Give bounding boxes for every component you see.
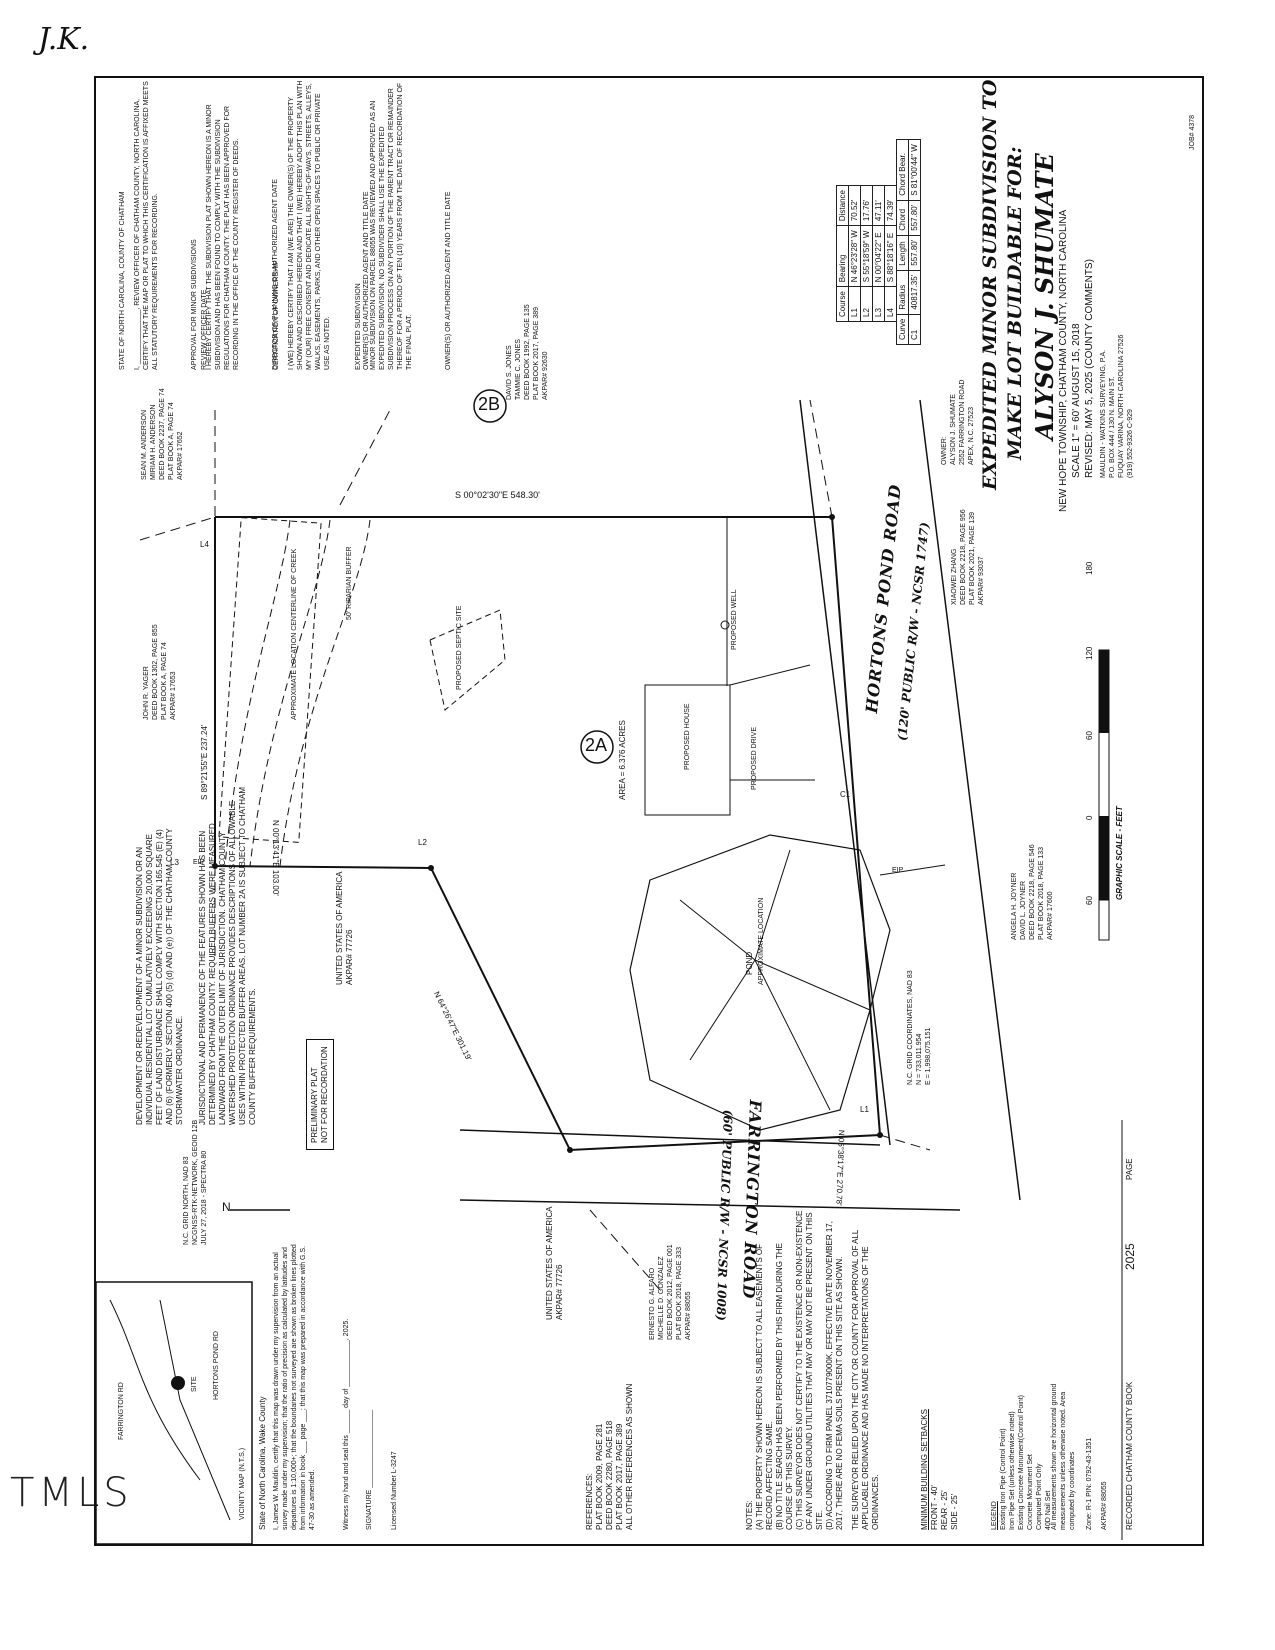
township: NEW HOPE TOWNSHIP, CHATHAM COUNTY, NORTH… — [1058, 209, 1069, 512]
pond-sublabel: APPROXIMATE LOCATION — [758, 897, 765, 985]
vicinity-hortons: HORTONS POND RD — [213, 1331, 220, 1400]
minor-subdivision-approval: APPROVAL FOR MINOR SUBDIVISIONS I HEREBY… — [191, 104, 279, 370]
scale-tick-60-left: 60 — [1085, 896, 1094, 905]
house-footprint — [644, 684, 731, 816]
buffer-line-2 — [224, 519, 291, 867]
firm-line-2: P.O. BOX 444 / 130 N. MAIN ST. — [1109, 376, 1116, 478]
job-number: JOB# 4378 — [1189, 114, 1196, 150]
plat-frame — [94, 76, 1204, 1546]
akpar-number: AKPAR# 88055 — [1101, 1481, 1108, 1530]
line-l3-label: L3 — [170, 858, 179, 867]
line-l2-label: L2 — [418, 838, 427, 847]
watermark-logo: TMLS — [10, 1470, 133, 1516]
vicinity-site: SITE — [191, 1376, 198, 1392]
measurement-note: All measurements shown are horizontal gr… — [1051, 1383, 1076, 1530]
proposed-well-label: PROPOSED WELL — [731, 589, 738, 650]
jurisdiction-note: JURISDICTIONAL AND PERMANENCE OF THE FEA… — [198, 787, 257, 1125]
north-arrow-label: N — [222, 1200, 231, 1214]
curve-c1-label: C1 — [840, 790, 851, 799]
corner-initials: J.K. — [38, 22, 90, 57]
development-note: DEVELOPMENT OR REDEVELOPMENT OF A MINOR … — [135, 828, 184, 1125]
zoning-pin: Zone: R-1 PIN: 0792-43-1351 — [1086, 1437, 1093, 1530]
line-l4-label: L4 — [200, 540, 209, 549]
pond-outline — [629, 834, 891, 1131]
septic-area-1 — [218, 517, 322, 843]
firm-line-3: FUQUAY VARINA, NORTH CAROLINA 27526 — [1118, 334, 1125, 478]
lot-2a-label: 2A — [585, 735, 608, 755]
expedited-subdivision-cert: EXPEDITED SUBDIVISION MINOR SUBDIVISION … — [355, 82, 452, 370]
title-line-2: MAKE LOT BUILDABLE FOR: — [1004, 146, 1026, 461]
eip-label-2: EIP — [892, 867, 904, 874]
surveyor-certificate: I, James W. Mauldin, certify that this m… — [273, 1244, 316, 1530]
buffer-line-1 — [279, 519, 371, 867]
state-county: State of North Carolina, Wake County — [258, 1396, 267, 1530]
signature-line: SIGNATURE ____________________ — [366, 1409, 373, 1530]
scale-tick-120: 120 — [1085, 646, 1094, 660]
vicinity-farrington: FARRINGTON RD — [118, 1382, 125, 1440]
proposed-house-label: PROPOSED HOUSE — [684, 703, 691, 770]
creek-label: APPROXIMATE LOCATION CENTERLINE OF CREEK — [291, 548, 298, 720]
well-marker — [720, 620, 730, 630]
witness-line: Witness my hand and seal this ______ day… — [343, 1318, 350, 1530]
lot-area: AREA = 6.376 ACRES — [618, 720, 627, 800]
license-number: Licensed Number L-3247 — [391, 1451, 398, 1530]
scale-date: SCALE 1" = 60' AUGUST 15, 2018 — [1071, 323, 1082, 478]
graphic-scale-label: GRAPHIC SCALE - FEET — [1115, 806, 1124, 900]
legend: LEGEND Existing Iron Pipe (Control Point… — [991, 1394, 1052, 1530]
proposed-drive-label: PROPOSED DRIVE — [751, 726, 758, 790]
scale-tick-60: 60 — [1085, 731, 1094, 740]
eip-label: EIP — [193, 859, 205, 866]
title-line-1: EXPEDITED MINOR SUBDIVISION TO — [979, 79, 1001, 491]
notes: NOTES: (A) THE PROPERTY SHOWN HEREON IS … — [745, 1210, 880, 1530]
vicinity-map-title: VICINITY MAP (N.T.S.) — [239, 1447, 246, 1520]
firm-line-4: (919) 552-9326 C-929 — [1127, 409, 1134, 478]
scale-tick-180: 180 — [1085, 561, 1094, 575]
recorded-page: PAGE — [1125, 1158, 1134, 1180]
title-owner-name: ALYSON J. SHUMATE — [1030, 153, 1059, 440]
firm-line-1: MAULDIN - WATKINS SURVEYING, P.A. — [1100, 349, 1107, 478]
scale-tick-0: 0 — [1085, 815, 1094, 820]
recorded-book: RECORDED CHATHAM COUNTY BOOK — [1125, 1381, 1134, 1530]
recorded-year: 2025 — [1123, 1243, 1137, 1270]
lot-2b-label: 2B — [478, 394, 501, 414]
pond-label: POND — [745, 951, 754, 975]
proposed-septic-label: PROPOSED SEPTIC SITE — [456, 605, 463, 690]
bearing-north-short: N 00°13'41"E 103.00' — [271, 820, 280, 896]
septic-area-2 — [429, 609, 506, 711]
revised-date: REVISED: MAY 5, 2025 (COUNTY COMMENTS) — [1084, 259, 1095, 478]
line-l1-label: L1 — [860, 1105, 869, 1114]
bearing-top: S 00°02'30"E 548.30' — [455, 490, 540, 500]
buffer-label: 50' RIPARIAN BUFFER — [346, 546, 353, 620]
creek-line — [249, 519, 331, 867]
